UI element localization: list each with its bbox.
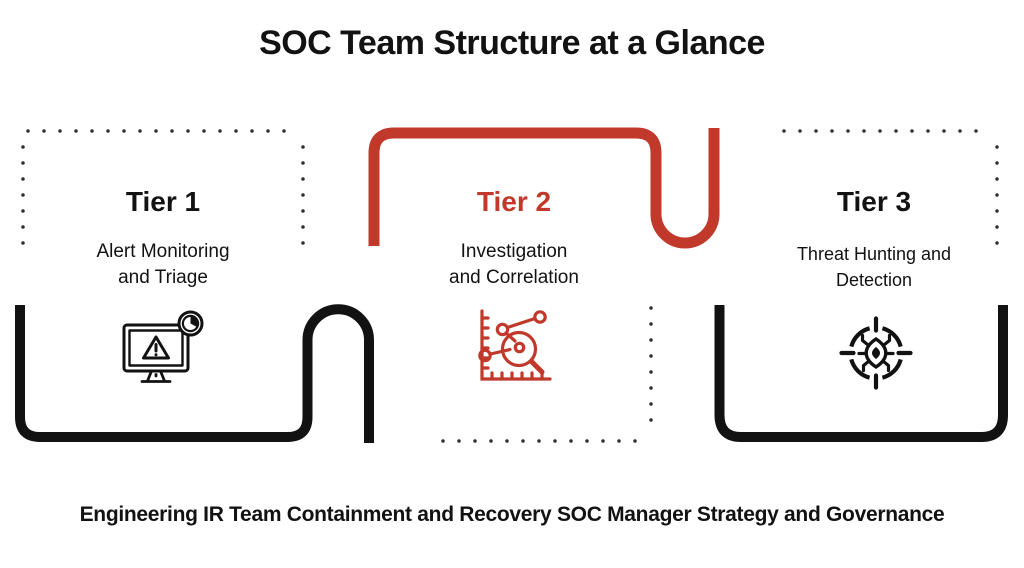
monitor-alert-icon: [122, 310, 204, 383]
scatter-node-center: [513, 341, 526, 354]
black-flow-line-tier1: [15, 304, 374, 443]
roles-caption: Engineering IR Team Containment and Reco…: [79, 503, 945, 526]
magnifier-handle: [529, 359, 545, 375]
bug-leg-top-right: [882, 333, 892, 347]
scatter-node-c: [533, 310, 547, 324]
y-axis-ticks: [480, 316, 490, 370]
bug-leg-bottom-left: [861, 359, 871, 373]
bug-eye: [872, 347, 880, 359]
black-flow-line-tier3: [714, 305, 1008, 442]
correlation-chart-magnifier-icon: [478, 309, 552, 381]
scatter-node-a: [495, 322, 510, 337]
monitor-screen: [128, 329, 184, 367]
tier-1-role-line2: and Triage: [118, 267, 208, 288]
edge-node-a-to-node-c: [505, 316, 537, 330]
magnifier-lens: [500, 330, 538, 368]
tier-3-role-line1: Threat Hunting and: [796, 244, 952, 264]
tier-2-label: Tier 2: [476, 186, 552, 217]
tier-2-role-line1: Investigation: [460, 241, 568, 262]
edge-node-b-to-center: [488, 347, 512, 356]
red-flow-line-tier2: [368, 127, 720, 249]
chart-axes: [480, 309, 552, 381]
monitor-stand-right: [159, 369, 166, 383]
monitor-stand-left: [146, 369, 153, 383]
bug-body: [864, 336, 888, 370]
clock-badge-face: [181, 314, 200, 333]
tier-2-role-line2: and Correlation: [449, 267, 579, 288]
edge-center-to-node-a: [504, 331, 517, 343]
scatter-node-b: [478, 348, 492, 363]
bug-crosshair-icon: [839, 316, 913, 390]
tier-3-label: Tier 3: [836, 186, 912, 217]
clock-badge-pie: [190, 316, 198, 327]
tier-1-role: Alert Monitoring and Triage: [23, 239, 303, 291]
monitor-frame: [122, 323, 190, 373]
bug-leg-top-left: [860, 333, 870, 347]
tier-3-role: Threat Hunting and Detection: [734, 241, 1014, 293]
tier-1-role-line1: Alert Monitoring: [96, 241, 230, 262]
warning-triangle: [142, 335, 170, 360]
tier-3-role-line2: Detection: [835, 270, 913, 290]
tier-2-role: Investigation and Correlation: [374, 239, 654, 291]
page-title: SOC Team Structure at a Glance: [259, 24, 765, 62]
x-axis-ticks: [490, 371, 544, 381]
tier-1-label: Tier 1: [125, 186, 201, 217]
bug-leg-bottom-right: [881, 359, 891, 373]
warning-exclamation-dot: [154, 353, 158, 357]
